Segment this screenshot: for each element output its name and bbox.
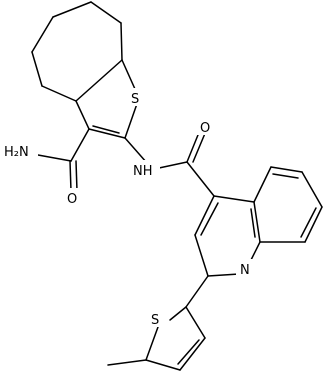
- bond: [75, 59, 123, 102]
- bond: [41, 85, 77, 102]
- bond: [158, 161, 188, 169]
- bond: [249, 241, 261, 263]
- bond: [37, 154, 72, 162]
- bond: [213, 195, 255, 203]
- bond: [301, 171, 323, 208]
- bond: [75, 160, 78, 192]
- bond: [120, 22, 123, 61]
- bond: [300, 207, 317, 238]
- bond: [145, 359, 181, 371]
- bond: [272, 173, 299, 179]
- bond: [194, 195, 215, 236]
- bond: [69, 160, 72, 192]
- nh-link-label: NH: [133, 164, 153, 179]
- bond: [186, 129, 201, 163]
- bond: [169, 306, 187, 321]
- bond: [179, 337, 206, 371]
- bond: [31, 16, 54, 53]
- bond: [70, 128, 90, 162]
- atom-labels: S H₂N O NH O N S: [0, 88, 256, 328]
- bond: [253, 201, 261, 243]
- thiophene-s-top-label: S: [131, 92, 139, 107]
- amide-o-right-label: O: [200, 121, 210, 136]
- bond: [90, 1, 122, 24]
- bonds: [31, 1, 323, 371]
- amide-n-left-label: H₂N: [4, 145, 29, 160]
- bond: [75, 100, 90, 130]
- bond: [145, 326, 159, 361]
- bond: [92, 125, 120, 134]
- bond: [88, 128, 126, 139]
- bond: [177, 339, 200, 365]
- bond: [270, 166, 303, 173]
- bond: [194, 234, 209, 277]
- bond: [186, 161, 215, 197]
- bond: [304, 206, 323, 243]
- bond: [107, 359, 147, 366]
- bond: [52, 1, 92, 18]
- bond: [31, 51, 43, 87]
- bond: [253, 166, 272, 203]
- bond: [185, 306, 206, 339]
- bond: [192, 130, 207, 163]
- bond: [200, 202, 219, 236]
- thiophene-s-bottom-label: S: [151, 313, 159, 328]
- bond: [207, 273, 240, 277]
- quinoline-n-label: N: [240, 263, 250, 278]
- bond: [185, 275, 209, 308]
- bond: [124, 137, 148, 164]
- amide-o-left-label: O: [67, 192, 77, 207]
- bond: [250, 208, 256, 238]
